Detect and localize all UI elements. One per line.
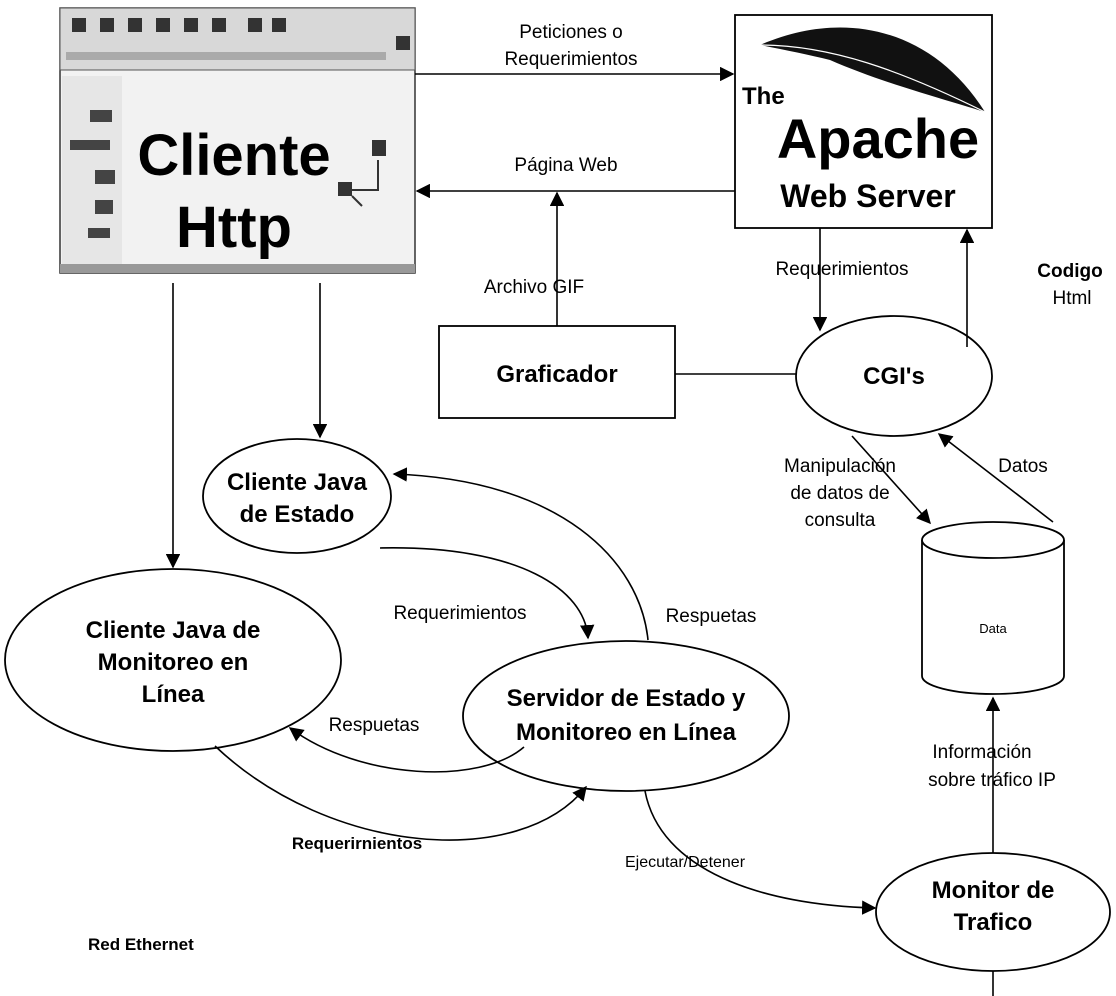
cliente-java-estado-line2: de Estado	[240, 501, 355, 528]
cliente-java-monitoreo-line1: Cliente Java de	[86, 617, 261, 644]
edge-respuetas-estado	[392, 467, 649, 641]
browser-address-bar	[66, 52, 386, 60]
edges	[165, 66, 1054, 996]
label-manipulacion-1: Manipulación	[784, 456, 896, 477]
apache-web-server: The Apache Web Server	[734, 14, 993, 229]
label-requerimientos-estado: Requerimientos	[393, 603, 526, 624]
browser-toolbar	[59, 7, 416, 71]
label-manipulacion-2: de datos de	[790, 483, 889, 504]
apache-feather-icon	[760, 27, 985, 112]
label-requerimientos-monitoreo: Requerirnientos	[292, 834, 422, 853]
label-pagina-web: Página Web	[514, 155, 617, 176]
apache-the: The	[742, 83, 785, 110]
label-archivo-gif: Archivo GIF	[484, 277, 584, 298]
apache-subtitle: Web Server	[780, 178, 956, 214]
graficador-label: Graficador	[496, 361, 617, 388]
label-respuetas-monitoreo: Respuetas	[329, 715, 420, 736]
servidor-line2: Monitoreo en Línea	[516, 719, 737, 746]
cliente-java-monitoreo-line2: Monitoreo en	[98, 649, 249, 676]
apache-title: Apache	[777, 107, 979, 170]
label-requerimientos-cgi: Requerimientos	[775, 259, 908, 280]
cgis-label: CGI's	[863, 363, 925, 390]
label-ejecutar-detener: Ejecutar/Detener	[625, 854, 746, 871]
client-http-subtitle: Http	[176, 195, 292, 260]
label-datos: Datos	[998, 456, 1048, 477]
edge-requerimientos-estado	[379, 547, 595, 640]
edge-datos	[937, 433, 1054, 523]
toolbar-icons	[72, 18, 410, 50]
label-manipulacion-3: consulta	[805, 510, 876, 531]
edge-ejecutar-detener	[644, 790, 877, 915]
edge-labels: Peticiones o Requerimientos Página Web A…	[88, 22, 1103, 954]
edge-respuetas-monitoreo	[288, 727, 525, 773]
monitor-trafico-ellipse: Monitor de Trafico	[875, 852, 1111, 972]
cliente-java-estado-ellipse: Cliente Java de Estado	[202, 438, 392, 554]
client-http-title: Cliente	[137, 123, 330, 188]
cliente-java-monitoreo-line3: Línea	[142, 681, 205, 708]
edge-requerimientos-monitoreo	[214, 745, 587, 841]
label-informacion-1: Información	[932, 742, 1031, 763]
database-label: Data	[979, 621, 1007, 636]
servidor-estado-ellipse: Servidor de Estado y Monitoreo en Línea	[462, 640, 790, 792]
label-peticiones-2: Requerimientos	[504, 49, 637, 70]
browser-statusbar	[60, 264, 415, 273]
sidebar-icons	[70, 110, 115, 238]
servidor-line1: Servidor de Estado y	[507, 685, 746, 712]
label-informacion-2: sobre tráfico IP	[928, 770, 1056, 791]
cgis-ellipse: CGI's	[795, 315, 993, 437]
graficador-box: Graficador	[438, 325, 676, 419]
label-codigo: Codigo	[1037, 261, 1102, 282]
monitor-trafico-line1: Monitor de	[932, 877, 1055, 904]
database-cylinder: Data	[921, 521, 1065, 695]
edge-manipulacion	[851, 435, 931, 525]
label-red-ethernet: Red Ethernet	[88, 935, 194, 954]
cliente-java-estado-line1: Cliente Java	[227, 469, 368, 496]
label-peticiones-1: Peticiones o	[519, 22, 623, 43]
label-respuetas-estado: Respuetas	[666, 606, 757, 627]
monitor-trafico-line2: Trafico	[954, 909, 1033, 936]
network-diagram-icon	[338, 140, 386, 207]
label-html: Html	[1052, 288, 1091, 309]
cliente-java-monitoreo-ellipse: Cliente Java de Monitoreo en Línea	[4, 568, 342, 752]
client-http-window: Cliente Http	[59, 7, 416, 274]
